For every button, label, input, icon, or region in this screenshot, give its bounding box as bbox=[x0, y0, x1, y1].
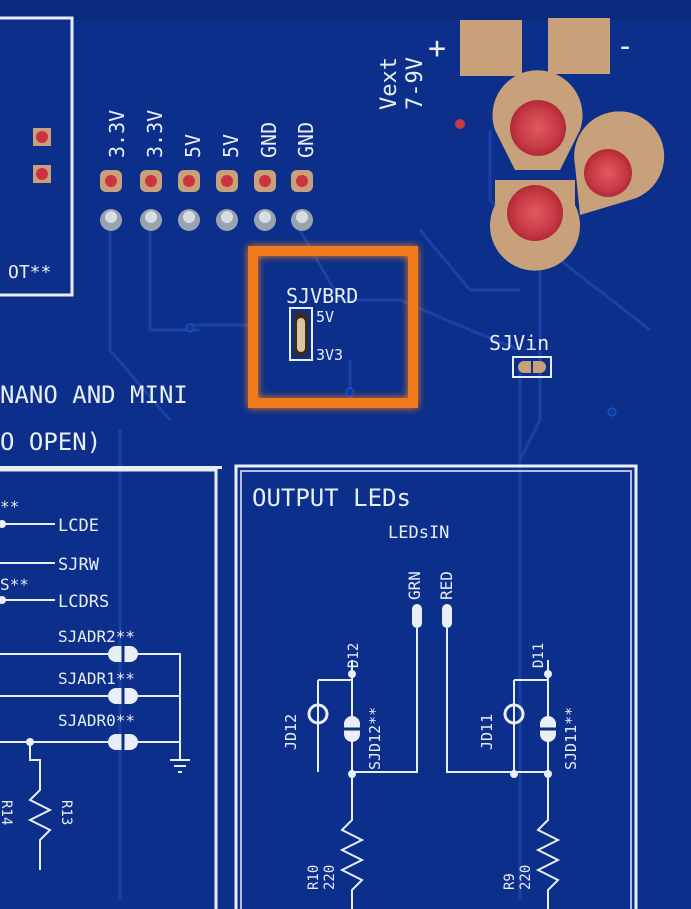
three-v3-label: 3V3 bbox=[316, 346, 343, 364]
highlight-box bbox=[248, 246, 418, 408]
lcde-label: LCDE bbox=[58, 516, 99, 536]
jd12-label: JD12 bbox=[282, 714, 300, 750]
header-label-5v-a: 5V bbox=[181, 134, 205, 158]
vias bbox=[185, 323, 617, 417]
r9-label: R9 bbox=[502, 873, 518, 890]
r10-value: 220 bbox=[322, 865, 338, 890]
vext-label: Vext bbox=[377, 57, 402, 110]
r14-label: R14 bbox=[0, 800, 14, 825]
output-leds-title: OUTPUT LEDs bbox=[252, 484, 411, 512]
vext-range: 7-9V bbox=[403, 57, 428, 110]
r10-label: R10 bbox=[306, 865, 322, 890]
lcd-jumper-box: ** LCDE SJRW S** LCDRS SJADR2** SJADR1**… bbox=[0, 466, 222, 909]
header-labels: 3.3V 3.3V 5V 5V GND GND bbox=[105, 110, 318, 158]
header-label-gnd-b: GND bbox=[294, 122, 318, 158]
r9-value: 220 bbox=[518, 865, 534, 890]
sjvin-label: SJVin bbox=[489, 331, 549, 355]
red-label: RED bbox=[437, 571, 456, 600]
top-left-box: OT** bbox=[0, 16, 74, 297]
sjadr1-label: SJADR1** bbox=[58, 669, 135, 688]
header-label-3v3-a: 3.3V bbox=[105, 110, 129, 158]
ot-label: OT** bbox=[8, 262, 51, 283]
leds-in-label: LEDsIN bbox=[388, 523, 449, 543]
output-leds-box: OUTPUT LEDs LEDsIN GRN RED D12 JD12 SJD1… bbox=[234, 464, 638, 909]
sjrw-label: SJRW bbox=[58, 555, 100, 575]
sjvbrd-jumper: SJVBRD 5V 3V3 bbox=[286, 284, 358, 364]
sjadr2-label: SJADR2** bbox=[58, 627, 135, 646]
minus-sign: - bbox=[616, 29, 634, 64]
plus-sign: + bbox=[428, 31, 446, 66]
grn-label: GRN bbox=[405, 571, 424, 600]
vext-area: Vext 7-9V + - bbox=[377, 18, 665, 271]
jd11-label: JD11 bbox=[478, 714, 496, 750]
sjadr0-label: SJADR0** bbox=[58, 711, 135, 730]
sjd11-label: SJD11** bbox=[562, 707, 580, 770]
s-stars: S** bbox=[0, 575, 29, 594]
header-label-3v3-b: 3.3V bbox=[143, 110, 167, 158]
header-label-5v-b: 5V bbox=[219, 134, 243, 158]
five-v-label: 5V bbox=[316, 308, 334, 326]
header-label-gnd-a: GND bbox=[257, 122, 281, 158]
d12-label: D12 bbox=[346, 643, 362, 668]
d11-label: D11 bbox=[531, 643, 547, 668]
r13-label: R13 bbox=[58, 800, 74, 825]
header-pins bbox=[100, 170, 313, 231]
sjvbrd-label: SJVBRD bbox=[286, 284, 358, 308]
sjvin-jumper: SJVin bbox=[489, 331, 552, 378]
open-text: O OPEN) bbox=[0, 428, 101, 456]
stars-top: ** bbox=[0, 497, 19, 516]
sjd12-label: SJD12** bbox=[366, 707, 384, 770]
nano-mini-text: NANO AND MINI bbox=[0, 381, 188, 409]
lcdrs-label: LCDRS bbox=[58, 592, 109, 612]
